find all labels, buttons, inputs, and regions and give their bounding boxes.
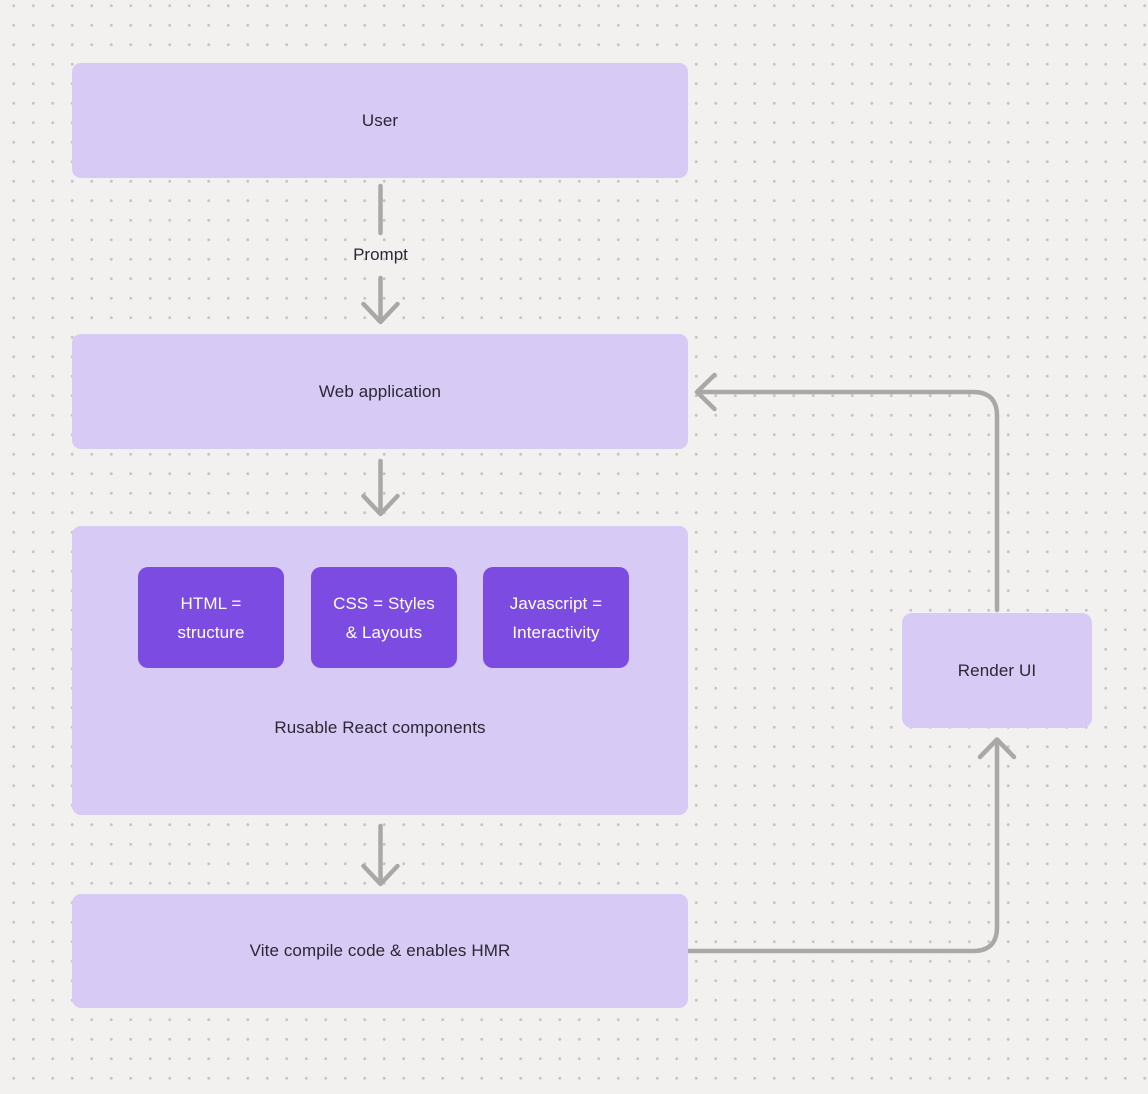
chip-javascript[interactable]: Javascript = Interactivity (483, 567, 629, 668)
node-web-application-label: Web application (318, 381, 442, 401)
chip-html[interactable]: HTML = structure (138, 567, 284, 668)
connector-renderui-to-webapp-arrowhead (694, 372, 717, 412)
connector-group-to-vite-arrowhead (361, 863, 400, 887)
connector-vite-to-renderui[interactable] (686, 741, 1000, 954)
chip-javascript-label: Javascript = Interactivity (509, 593, 603, 642)
node-user[interactable]: User (72, 63, 688, 178)
connector-webapp-to-group-arrowhead (361, 493, 400, 517)
chip-css-label: CSS = Styles & Layouts (333, 593, 435, 642)
node-web-application[interactable]: Web application (72, 334, 688, 449)
node-render-ui-label: Render UI (957, 660, 1037, 680)
connector-prompt-label: Prompt (353, 245, 408, 264)
connector-renderui-to-webapp[interactable] (699, 389, 1000, 613)
node-vite[interactable]: Vite compile code & enables HMR (72, 894, 688, 1008)
chip-html-label: HTML = structure (177, 593, 245, 642)
connector-user-to-webapp-arrowhead (361, 301, 400, 325)
node-user-label: User (361, 110, 399, 130)
connector-vite-to-renderui-arrowhead (977, 737, 1017, 760)
components-group-caption: Rusable React components (274, 718, 486, 737)
node-render-ui[interactable]: Render UI (902, 613, 1092, 728)
components-group[interactable]: HTML = structure CSS = Styles & Layouts … (72, 526, 688, 815)
chip-css[interactable]: CSS = Styles & Layouts (311, 567, 457, 668)
node-vite-label: Vite compile code & enables HMR (249, 941, 511, 960)
